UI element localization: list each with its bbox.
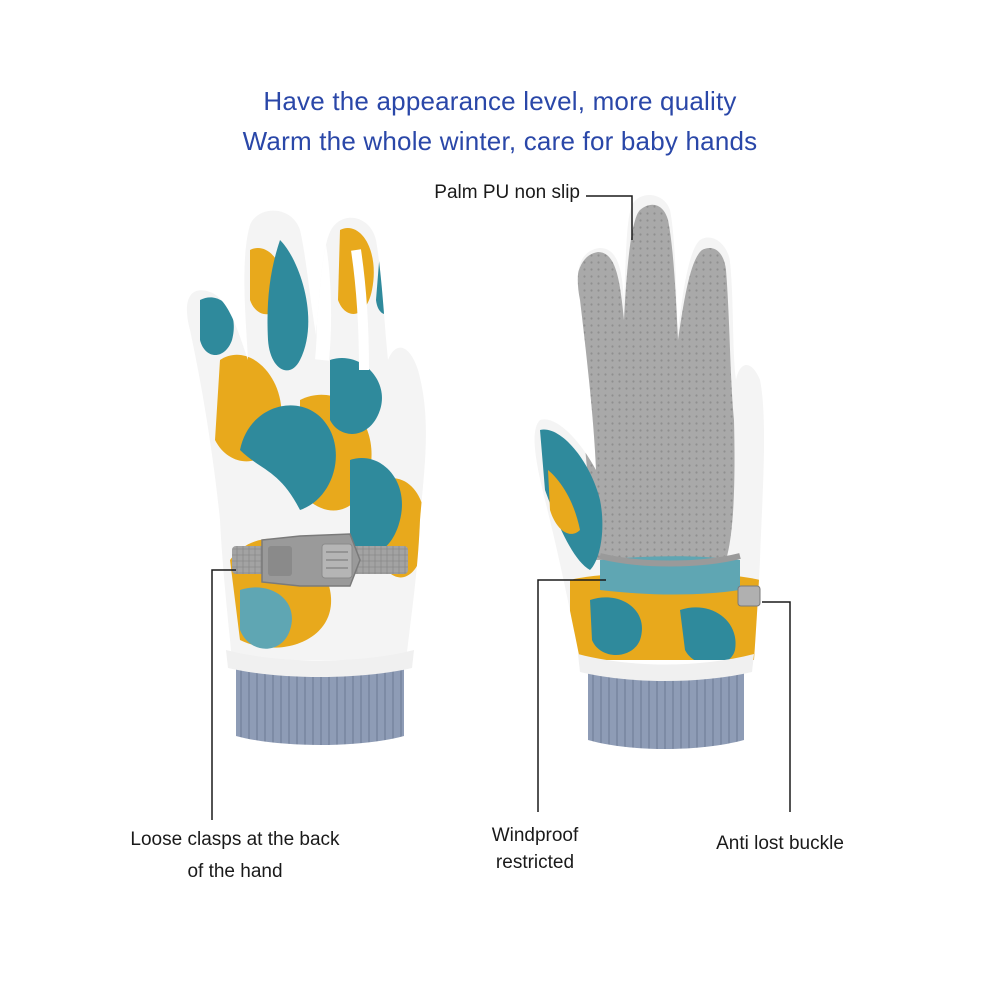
windproof-callout-line: [537, 579, 606, 812]
palm-callout-line: [586, 195, 633, 240]
palm-callout-text: Palm PU non slip: [434, 182, 580, 203]
windproof-callout-line-1: Windproof: [491, 825, 579, 846]
buckle-callout-line: [762, 601, 791, 812]
windproof-callout: Windproof restricted: [460, 822, 610, 876]
clasp-callout-line-1: Loose clasps at the back: [130, 829, 340, 850]
windproof-callout-line-2: restricted: [495, 852, 575, 873]
clasp-callout-line: [211, 569, 236, 820]
buckle-callout: Anti lost buckle: [690, 828, 870, 860]
headline-line-1: Have the appearance level, more quality: [263, 86, 737, 116]
callout-lines: [211, 195, 791, 820]
clasp-callout-line-2: of the hand: [187, 861, 283, 882]
clasp-callout: Loose clasps at the back of the hand: [100, 824, 370, 888]
left-glove: [186, 210, 426, 745]
palm-callout: Palm PU non slip: [380, 180, 580, 206]
right-glove: [534, 194, 765, 749]
headline-line-2: Warm the whole winter, care for baby han…: [242, 126, 758, 156]
buckle-callout-text: Anti lost buckle: [716, 833, 844, 854]
